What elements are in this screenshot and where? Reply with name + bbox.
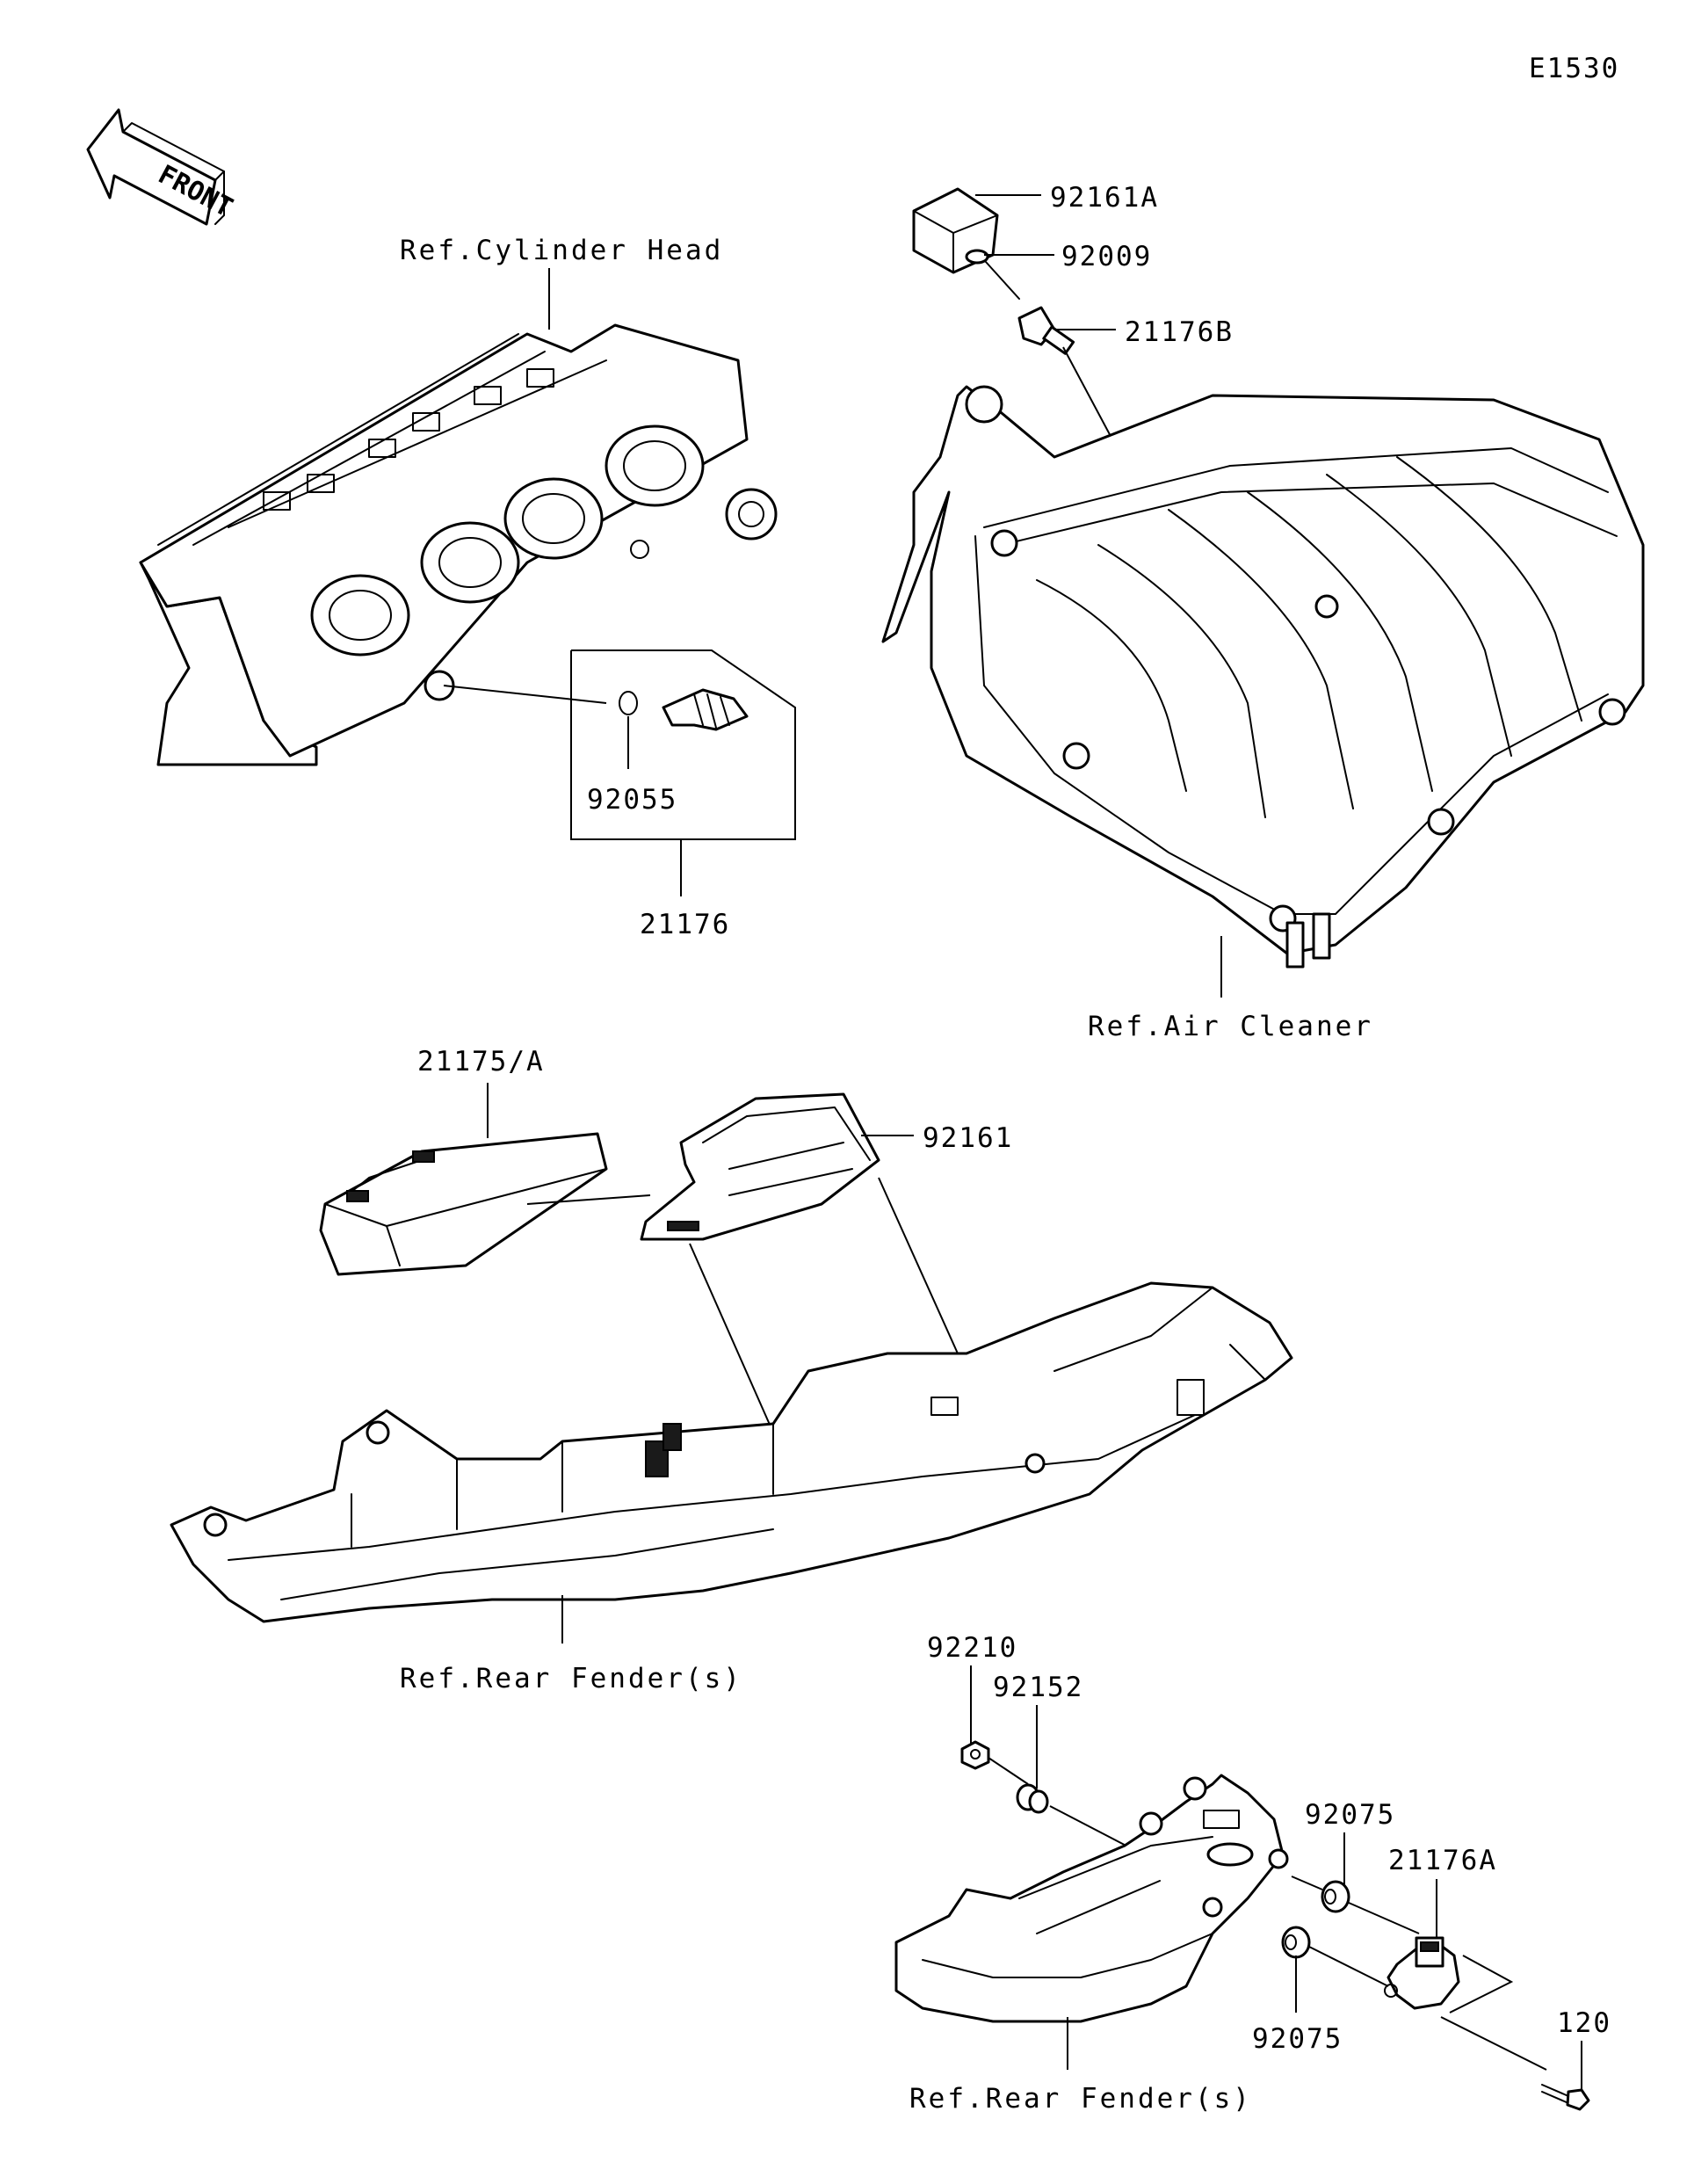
cylinder-head-drawing — [139, 323, 778, 766]
grommet-92075-top — [1321, 1880, 1350, 1913]
part-label-92075-bottom: 92075 — [1252, 2023, 1343, 2055]
part-label-92210: 92210 — [927, 1632, 1017, 1664]
screw-92009 — [965, 249, 1020, 300]
front-arrow-icon: FRONT — [86, 108, 237, 226]
bolt-120 — [1541, 2084, 1590, 2111]
part-label-92075-top: 92075 — [1305, 1799, 1395, 1831]
part-label-92009: 92009 — [1061, 241, 1152, 272]
o-ring-92055 — [619, 691, 638, 715]
ref-cylinder-head: Ref.Cylinder Head — [400, 235, 723, 266]
diagram-code: E1530 — [1529, 53, 1619, 84]
bracket-92161 — [640, 1092, 880, 1241]
part-label-21176A: 21176A — [1388, 1845, 1497, 1876]
ecu-21175A — [319, 1132, 608, 1276]
part-label-92055: 92055 — [587, 784, 677, 816]
grommet-92075-bottom — [1281, 1926, 1311, 1959]
ref-rear-fender-2: Ref.Rear Fender(s) — [909, 2083, 1252, 2115]
temperature-sensor-21176 — [619, 688, 749, 731]
rear-fender-drawing — [170, 1281, 1293, 1623]
part-label-92161A: 92161A — [1050, 182, 1159, 214]
nut-92210 — [960, 1740, 990, 1770]
air-cleaner-drawing — [881, 385, 1645, 969]
part-label-92152: 92152 — [993, 1672, 1083, 1703]
sensor-21176B — [1017, 306, 1075, 355]
sensor-21176A — [1384, 1936, 1460, 2010]
sensor-bracket-drawing — [894, 1774, 1289, 2023]
part-label-21175A: 21175/A — [417, 1046, 545, 1077]
ref-air-cleaner: Ref.Air Cleaner — [1088, 1011, 1373, 1042]
part-label-21176B: 21176B — [1125, 316, 1234, 348]
part-label-92161: 92161 — [923, 1122, 1013, 1154]
ref-rear-fender-1: Ref.Rear Fender(s) — [400, 1663, 742, 1694]
part-label-21176: 21176 — [640, 909, 730, 940]
collar-92152 — [1016, 1783, 1049, 1814]
part-label-120: 120 — [1557, 2007, 1611, 2039]
